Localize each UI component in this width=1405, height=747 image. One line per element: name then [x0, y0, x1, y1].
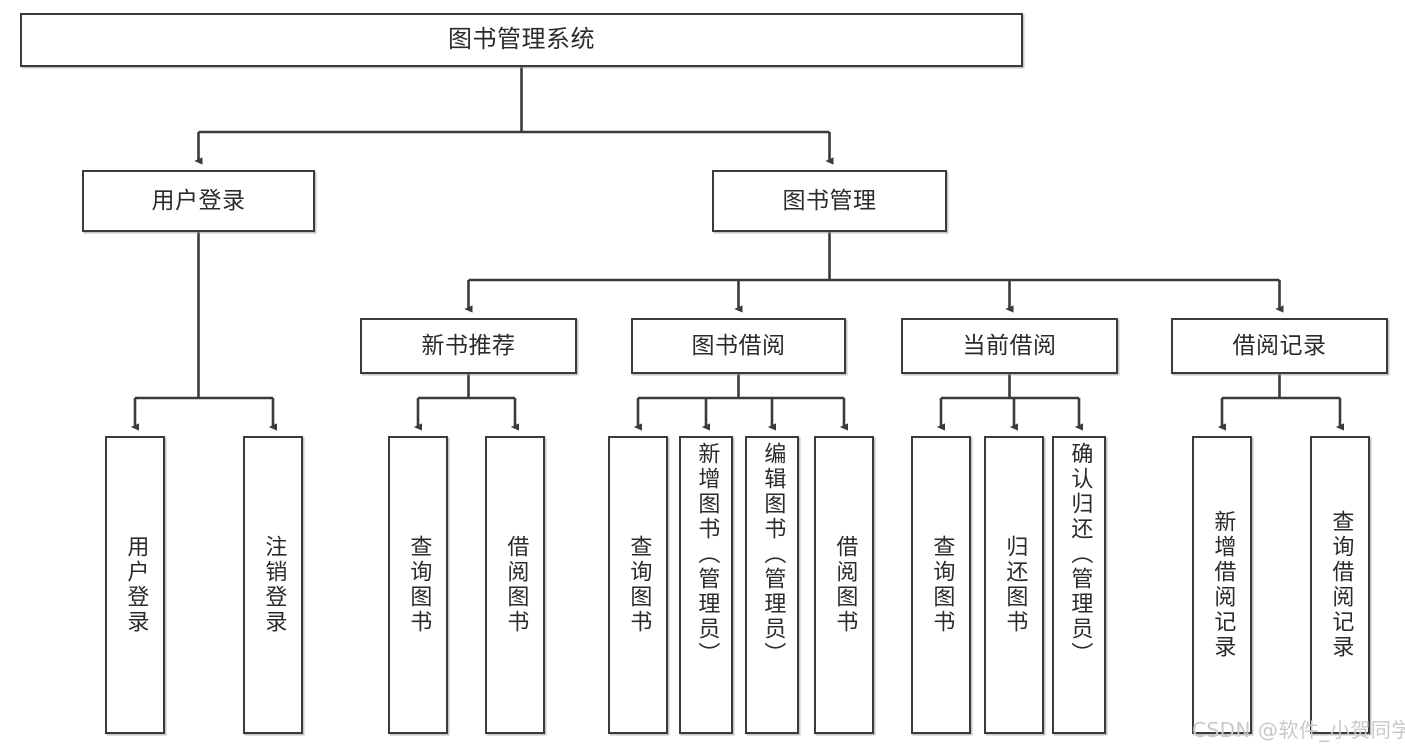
- csdn-watermark: CSDN @软件_小贺同学: [1192, 718, 1405, 742]
- node-leaf-add-borrow-record: 新增借阅记录: [1192, 436, 1252, 734]
- node-leaf-query-book-1: 查询图书: [388, 436, 448, 734]
- node-label: 查询图书: [406, 535, 432, 635]
- node-leaf-query-book-2: 查询图书: [608, 436, 668, 734]
- node-label: 当前借阅: [962, 332, 1057, 359]
- node-label: 图书借阅: [691, 332, 786, 359]
- node-label: 新书推荐: [421, 332, 516, 359]
- node-leaf-borrow-book-2: 借阅图书: [814, 436, 874, 734]
- node-root-book-management-system: 图书管理系统: [20, 13, 1023, 67]
- node-leaf-add-book-admin: 新增图书（管理员）: [679, 436, 733, 734]
- node-label: 借阅记录: [1232, 332, 1327, 359]
- node-current-borrow: 当前借阅: [901, 318, 1118, 374]
- node-label: 查询借阅记录: [1328, 510, 1354, 660]
- node-label: 注销登录: [261, 535, 287, 635]
- node-label: 借阅图书: [503, 535, 529, 635]
- node-label: 新增借阅记录: [1210, 510, 1236, 660]
- node-new-book-recommend: 新书推荐: [360, 318, 577, 374]
- node-leaf-user-login: 用户登录: [105, 436, 165, 734]
- node-label: 查询图书: [929, 535, 955, 635]
- node-leaf-logout-login: 注销登录: [243, 436, 303, 734]
- node-leaf-query-book-3: 查询图书: [911, 436, 971, 734]
- node-leaf-return-book: 归还图书: [984, 436, 1044, 734]
- node-label: 确认归还（管理员）: [1067, 442, 1093, 667]
- node-label: 编辑图书（管理员）: [760, 442, 786, 667]
- node-label: 图书管理系统: [448, 25, 595, 54]
- node-label: 新增图书（管理员）: [694, 442, 720, 667]
- node-label: 归还图书: [1002, 535, 1028, 635]
- node-leaf-edit-book-admin: 编辑图书（管理员）: [745, 436, 799, 734]
- node-book-manage: 图书管理: [712, 170, 947, 232]
- node-user-login: 用户登录: [82, 170, 315, 232]
- node-label: 图书管理: [782, 187, 877, 214]
- node-label: 查询图书: [626, 535, 652, 635]
- node-book-borrow: 图书借阅: [631, 318, 846, 374]
- node-leaf-borrow-book-1: 借阅图书: [485, 436, 545, 734]
- node-leaf-query-borrow-rec: 查询借阅记录: [1310, 436, 1370, 734]
- node-leaf-confirm-return: 确认归还（管理员）: [1052, 436, 1106, 734]
- node-label: 用户登录: [151, 187, 246, 214]
- node-label: 用户登录: [123, 535, 149, 635]
- node-borrow-record: 借阅记录: [1171, 318, 1388, 374]
- node-label: 借阅图书: [832, 535, 858, 635]
